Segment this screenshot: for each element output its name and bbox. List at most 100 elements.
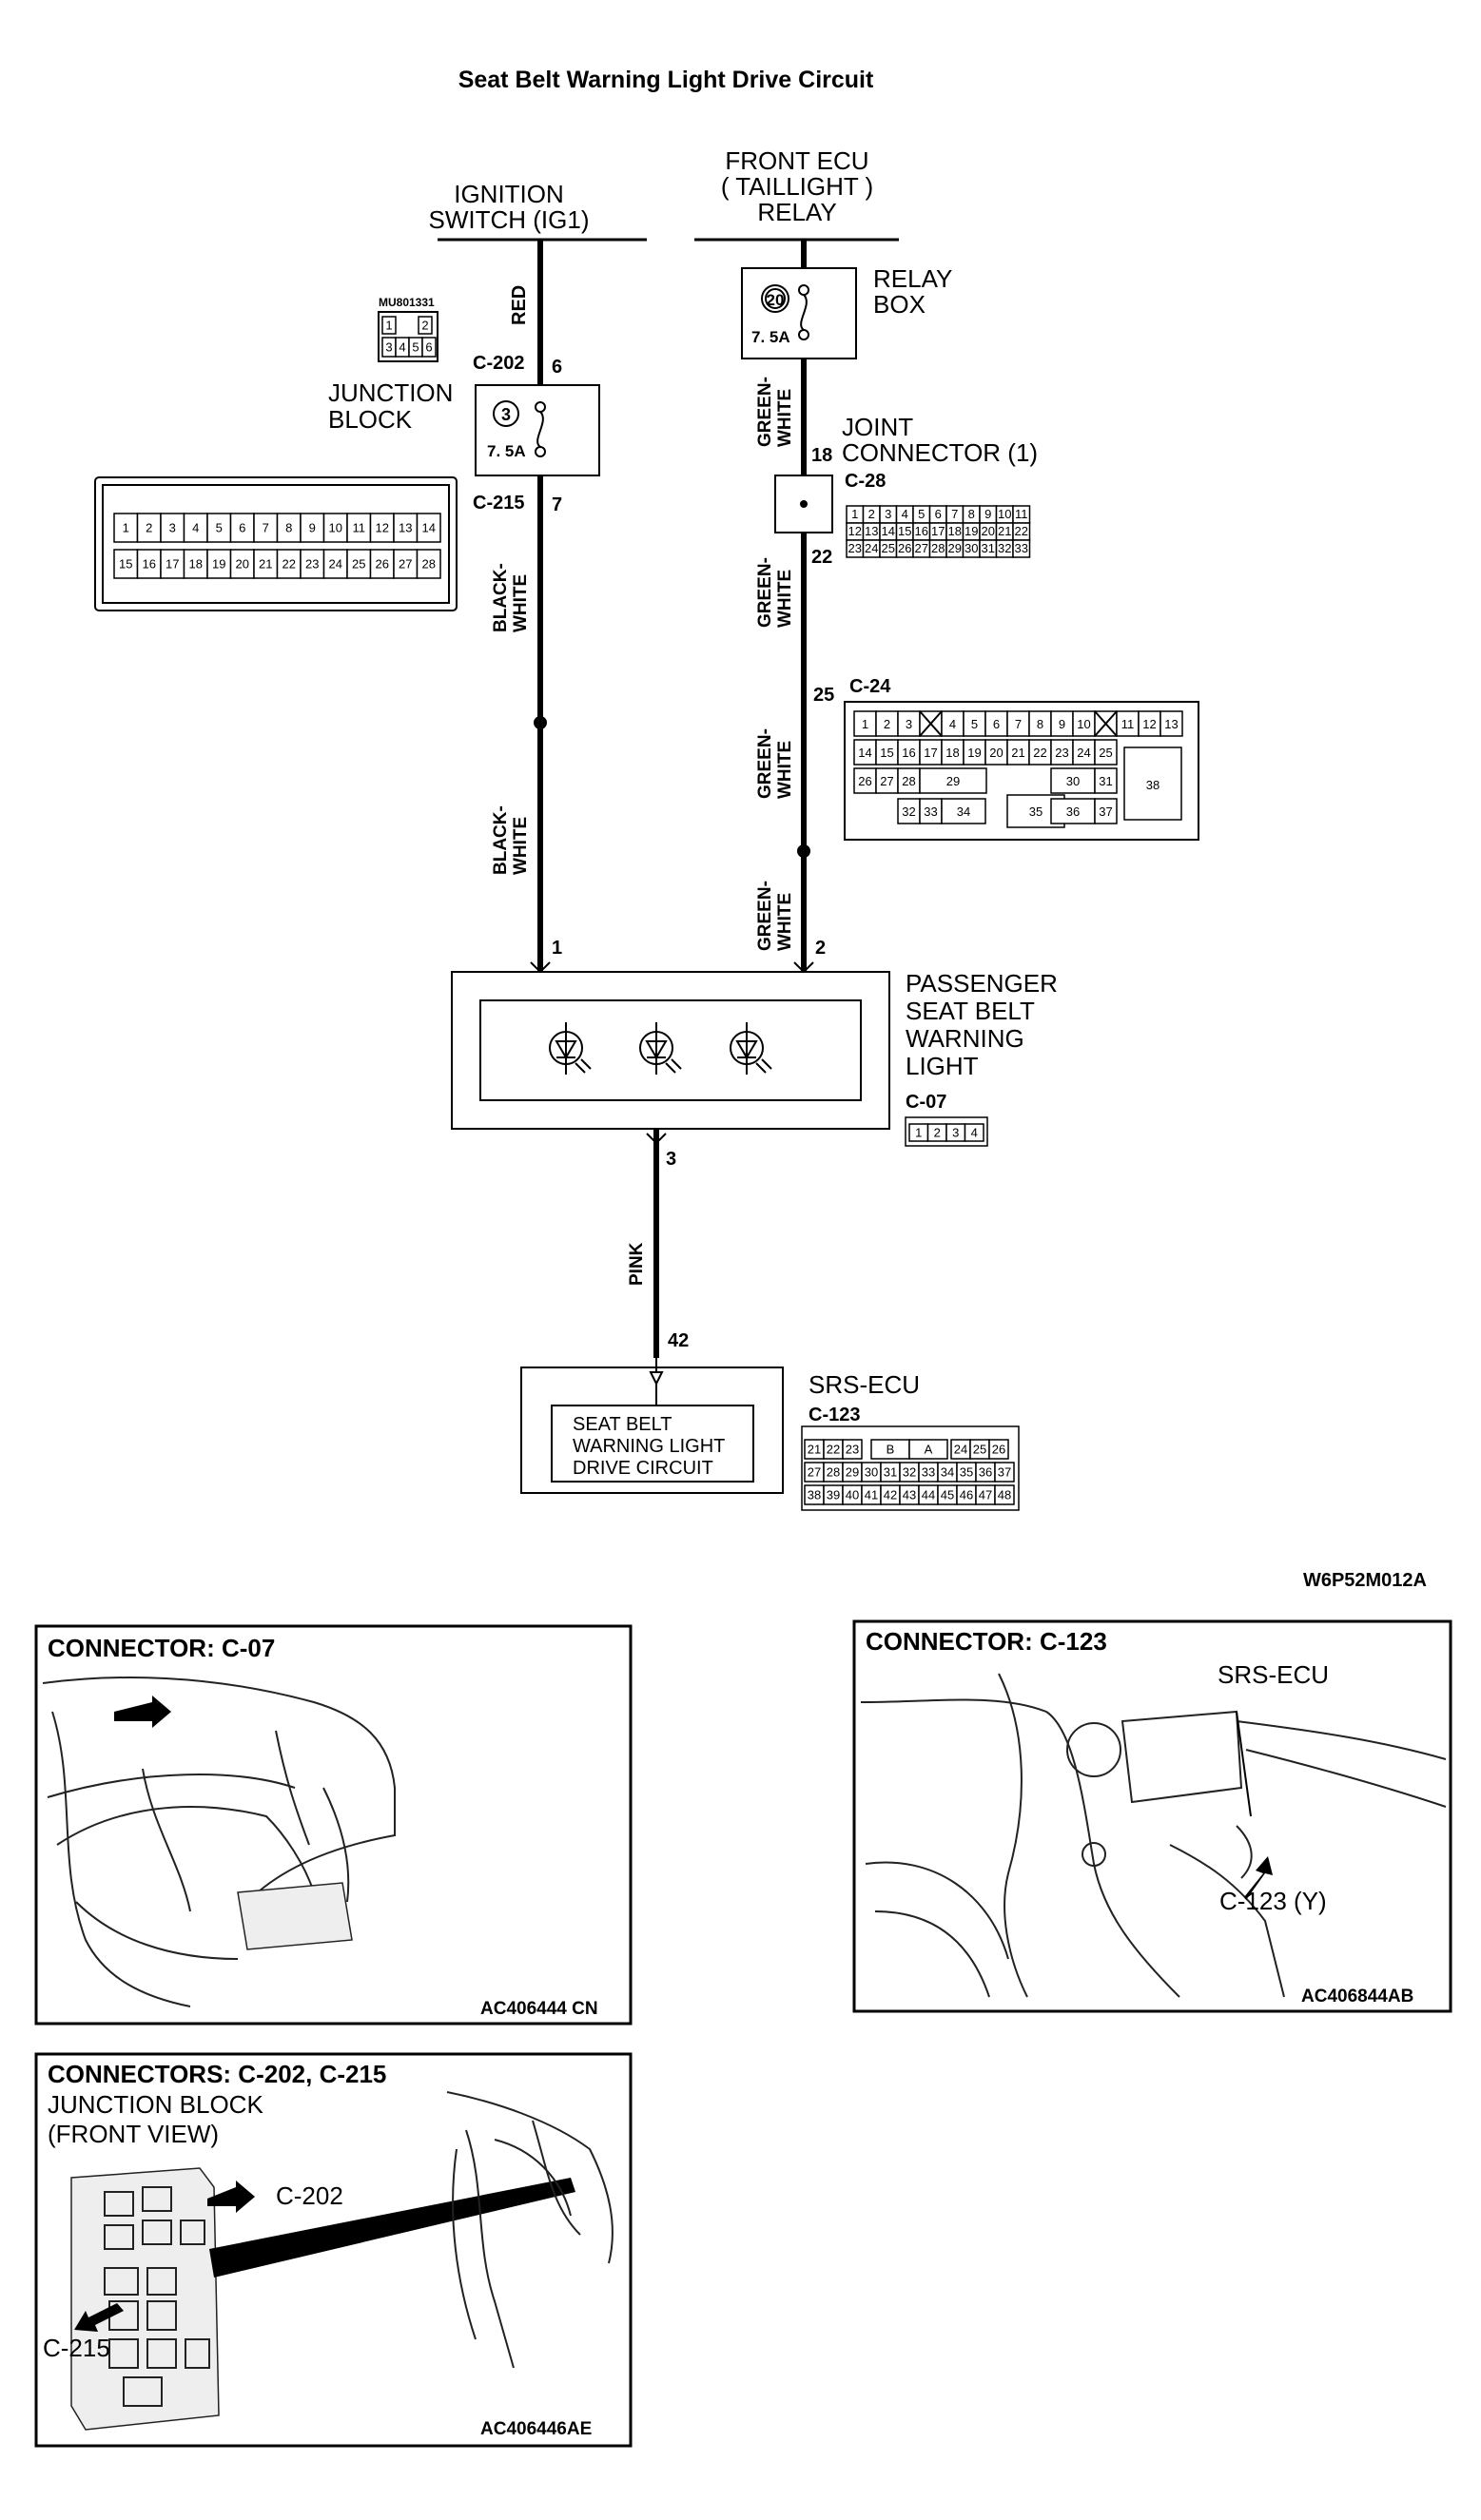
c215-pin-label: 21 xyxy=(259,557,272,572)
fuse-3-amp: 7. 5A xyxy=(487,442,526,460)
c123-pin-label: 31 xyxy=(884,1464,897,1479)
c123-pin-label: 36 xyxy=(979,1464,992,1479)
c28-pin-label: 1 xyxy=(851,507,858,521)
c123-pin xyxy=(988,1439,1009,1460)
c202-pin-label: 3 xyxy=(385,339,392,354)
fuse-3-number: 3 xyxy=(501,405,511,424)
c123-pin-label: 40 xyxy=(846,1487,859,1502)
c24-pin-label: 24 xyxy=(1077,746,1090,760)
panel-c07-title: CONNECTOR: C-07 xyxy=(48,1634,275,1662)
c215-pin xyxy=(346,513,372,543)
c123-pin-label: 30 xyxy=(865,1464,878,1479)
c215-pin-label: 25 xyxy=(352,557,365,572)
c24-pin xyxy=(1094,767,1118,794)
conn-c07-label: C-07 xyxy=(906,1092,946,1113)
conn-c24-label: C-24 xyxy=(849,676,891,697)
c28-pin-label: 19 xyxy=(965,524,978,538)
c24-pin-label: 22 xyxy=(1033,746,1046,760)
c123-pin-label: 47 xyxy=(979,1487,992,1502)
c24-pin-label: 14 xyxy=(858,746,871,760)
c215-pin xyxy=(416,549,441,579)
c123-pin-label: 34 xyxy=(941,1464,954,1479)
c28-pin-label: 30 xyxy=(965,541,978,555)
c24-pin-label: 10 xyxy=(1077,717,1090,731)
c123-pin-label: 23 xyxy=(846,1442,859,1456)
c24-pin-label: 2 xyxy=(884,717,890,731)
panel-c202-leader xyxy=(209,2178,575,2278)
c24-pin xyxy=(1094,798,1118,824)
c215-pin xyxy=(346,549,372,579)
c24-pin-label: 25 xyxy=(1099,746,1112,760)
c24-pin-label: 29 xyxy=(946,774,960,788)
c28-pin-label: 31 xyxy=(982,541,995,555)
c123-pin-label: 33 xyxy=(922,1464,935,1479)
panel-c07-arrow-icon xyxy=(114,1696,171,1728)
c202-pin-label: 2 xyxy=(421,318,428,332)
c215-pin-label: 3 xyxy=(169,521,176,535)
conn-c215-label: C-215 xyxy=(473,493,524,514)
c07-pin-label: 4 xyxy=(971,1126,978,1140)
panel-c202-sub: JUNCTION BLOCK(FRONT VIEW) xyxy=(48,2090,263,2148)
c28-pin-label: 33 xyxy=(1015,541,1028,555)
c215-pin-label: 22 xyxy=(283,557,296,572)
panel-c202-code: AC406446AE xyxy=(480,2419,592,2439)
c215-pin xyxy=(300,513,325,543)
fuse-20-amp: 7. 5A xyxy=(751,328,790,346)
c24-pin-label: 4 xyxy=(949,717,956,731)
c215-pin xyxy=(136,549,162,579)
c28-pin-label: 23 xyxy=(848,541,862,555)
c123-pin xyxy=(994,1462,1015,1483)
c24-pin-label: 7 xyxy=(1015,717,1022,731)
c215-pin-label: 23 xyxy=(305,557,319,572)
wire-bw-label-2: BLACK-WHITE xyxy=(491,805,531,875)
c28-pin-label: 10 xyxy=(998,507,1011,521)
srs-ecu-label: SRS-ECU xyxy=(809,1370,920,1399)
panel-c202-title: CONNECTORS: C-202, C-215 xyxy=(48,2060,386,2088)
wire-gw-label-4: GREEN-WHITE xyxy=(755,881,795,951)
c202-pin xyxy=(421,337,437,358)
c123-pin xyxy=(994,1484,1015,1505)
c24-pin-label: 31 xyxy=(1099,774,1112,788)
c123-pin xyxy=(842,1439,863,1460)
c202-pin-label: 4 xyxy=(399,339,405,354)
c28-pin xyxy=(1012,539,1031,558)
c123-pin-label: 26 xyxy=(992,1442,1005,1456)
c215-pin-label: 19 xyxy=(212,557,225,572)
c215-pin xyxy=(113,513,139,543)
c24-pin-label: 12 xyxy=(1142,717,1156,731)
c215-pin-label: 4 xyxy=(192,521,199,535)
splice-point-right xyxy=(797,844,810,858)
c24-pin-label: 23 xyxy=(1055,746,1068,760)
c24-pin-label: 6 xyxy=(993,717,1000,731)
c24-pin xyxy=(1050,767,1096,794)
led-icon xyxy=(639,1022,682,1075)
panel-c202-label: C-202 xyxy=(276,2181,343,2210)
c123-pin-label: 35 xyxy=(960,1464,973,1479)
front-ecu-label: FRONT ECU( TAILLIGHT )RELAY xyxy=(721,146,873,226)
c215-pin-label: 13 xyxy=(399,521,412,535)
c24-pin-big-label: 38 xyxy=(1146,778,1159,792)
wire-red-label: RED xyxy=(509,285,530,325)
c215-pin xyxy=(276,513,302,543)
c215-pin-label: 10 xyxy=(329,521,342,535)
c24-pin-label: 18 xyxy=(945,746,959,760)
c215-pin xyxy=(322,549,348,579)
conn-c123-label: C-123 xyxy=(809,1405,860,1425)
c123-pin-label: 43 xyxy=(903,1487,916,1502)
panel-c215-arrow-icon xyxy=(74,2303,124,2332)
c215-pin-label: 24 xyxy=(329,557,342,572)
pin-srs-42: 42 xyxy=(668,1330,689,1351)
wire-gw-label-3: GREEN-WHITE xyxy=(755,728,795,799)
c28-pin-label: 3 xyxy=(885,507,891,521)
c24-pin-label: 34 xyxy=(957,804,970,819)
